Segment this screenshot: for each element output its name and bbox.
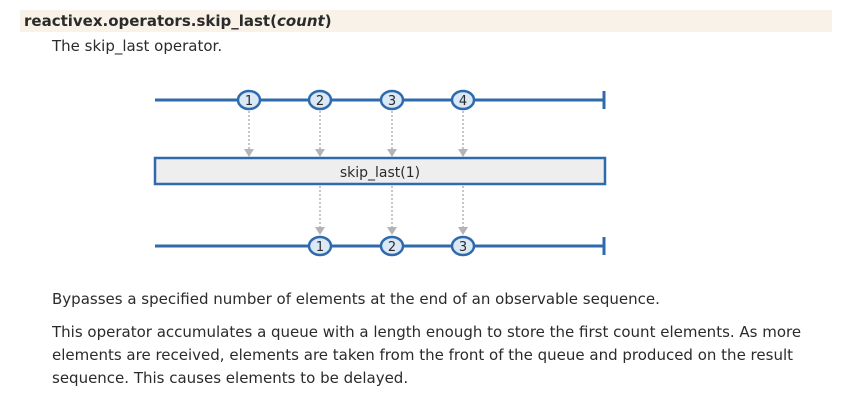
output-arrow [458, 186, 468, 235]
input-marble: 4 [450, 89, 476, 111]
marble-label: 1 [245, 94, 253, 109]
marble-label: 2 [388, 240, 396, 255]
operator-label: skip_last(1) [340, 165, 420, 181]
output-marbles: 1 2 3 [307, 235, 476, 257]
output-arrow [315, 186, 325, 235]
marble-label: 4 [459, 94, 467, 109]
description-paragraph-1: Bypasses a specified number of elements … [52, 290, 660, 308]
output-marble: 3 [450, 235, 476, 257]
signature-param: count [276, 12, 325, 30]
output-marble: 1 [307, 235, 333, 257]
marble-diagram: 1 2 3 4 skip_last(1) 1 2 3 [153, 89, 607, 257]
signature-close: ) [324, 12, 332, 30]
input-marble: 3 [379, 89, 405, 111]
output-arrow [387, 186, 397, 235]
summary-text: The skip_last operator. [52, 37, 223, 55]
output-marble: 2 [379, 235, 405, 257]
input-arrow [458, 111, 468, 157]
input-arrows [244, 111, 468, 157]
input-marble: 2 [307, 89, 333, 111]
input-arrow [244, 111, 254, 157]
signature-path: reactivex.operators.skip_last( [24, 12, 277, 30]
operator-box [153, 156, 607, 186]
output-arrows [315, 186, 468, 235]
marble-label: 2 [316, 94, 324, 109]
input-arrow [315, 111, 325, 157]
marble-label: 3 [388, 94, 396, 109]
function-signature: reactivex.operators.skip_last(count) [20, 10, 832, 32]
description-paragraph-2: This operator accumulates a queue with a… [52, 323, 802, 387]
input-marble: 1 [236, 89, 262, 111]
marble-label: 1 [316, 240, 324, 255]
input-marbles: 1 2 3 4 [236, 89, 476, 111]
marble-label: 3 [459, 240, 467, 255]
input-arrow [387, 111, 397, 157]
